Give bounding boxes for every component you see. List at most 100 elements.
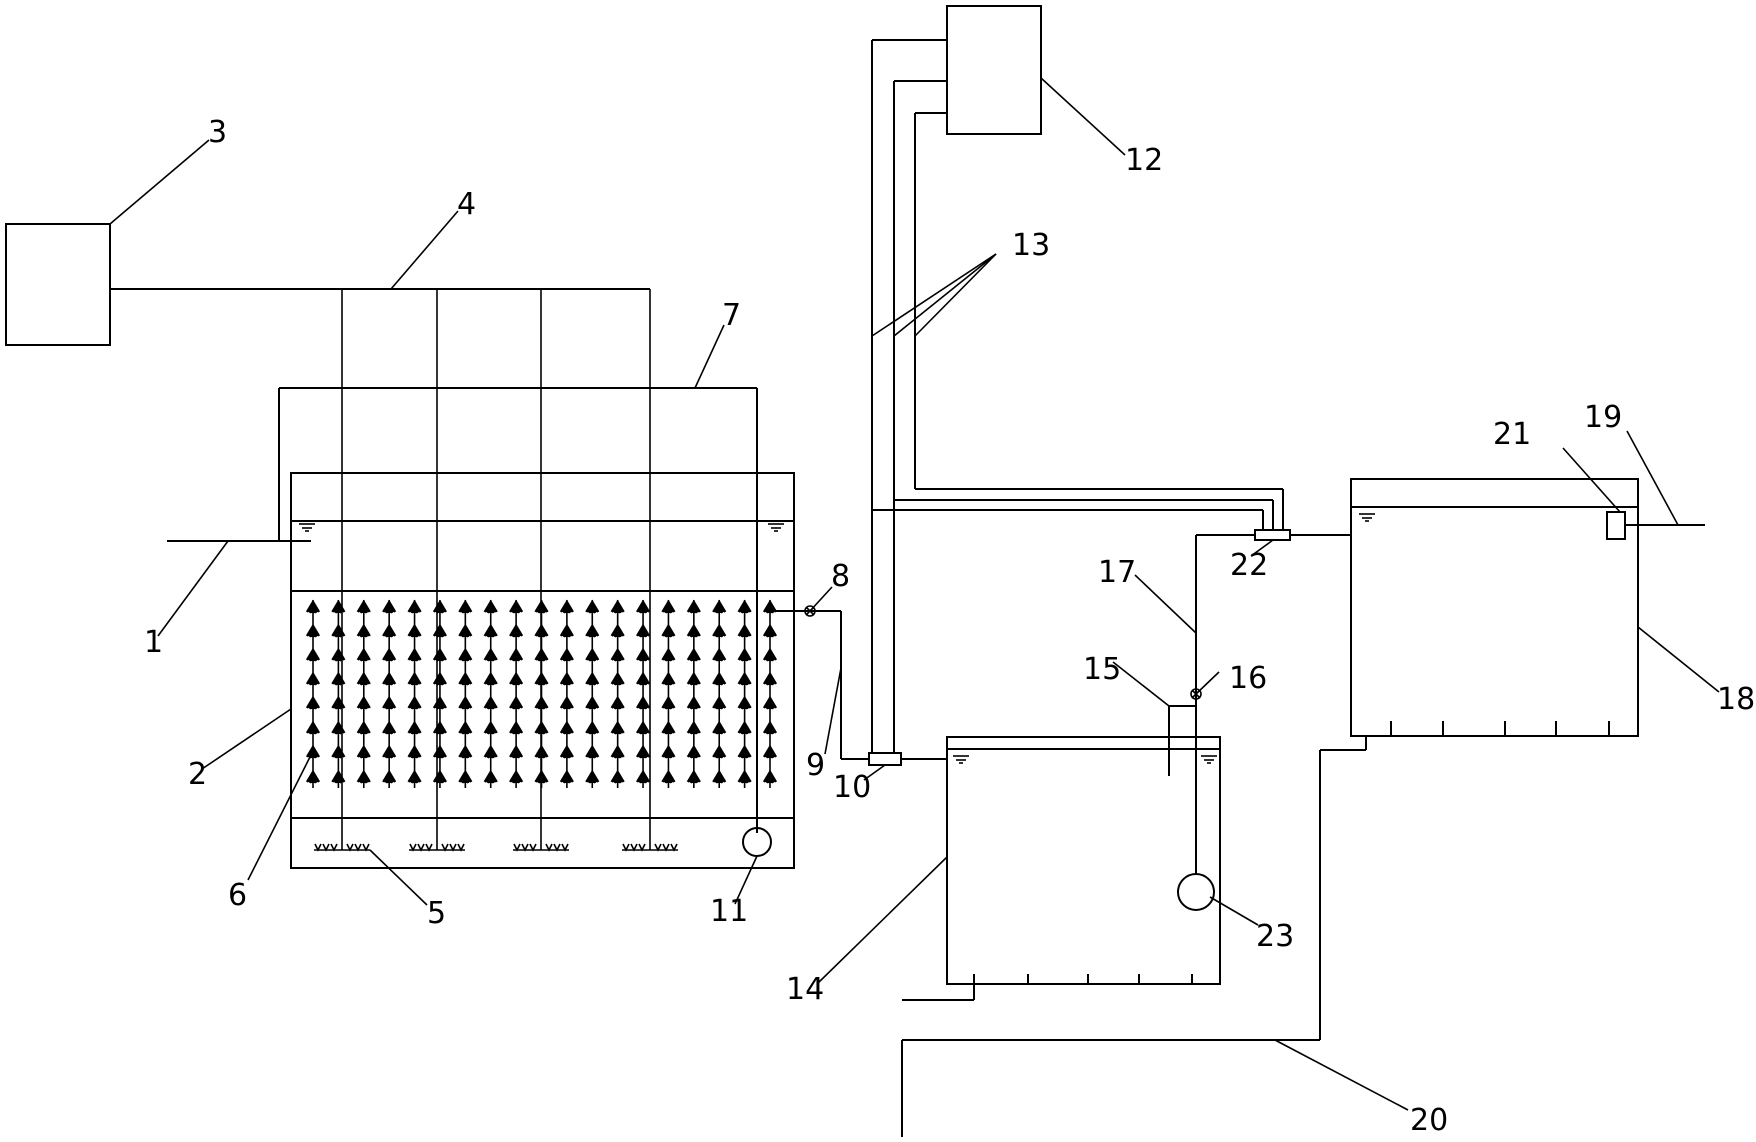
membrane-element [559,769,574,784]
membrane-element [483,647,498,662]
membrane-element [636,671,651,686]
membrane-element [458,599,473,614]
aerator-nozzle [553,843,561,852]
membrane-element [305,769,321,784]
membrane-element [636,695,651,710]
label-20: 20 [1410,1103,1448,1138]
membrane-element [686,599,701,614]
pipe-17 [1195,534,1255,874]
label-22: 22 [1230,548,1268,583]
membrane-element [305,695,321,710]
aerator-nozzle [654,843,662,852]
mixer-10 [868,752,902,766]
membrane-element [382,671,397,686]
membrane-element [585,720,600,735]
membrane-element [737,623,752,638]
membrane-element [458,623,473,638]
membrane-modules-6 [305,599,778,788]
membrane-column [686,599,701,788]
membrane-element [432,671,447,686]
membrane-element [559,695,574,710]
membrane-column [585,599,600,788]
membrane-element [712,720,727,735]
label-15: 15 [1083,652,1121,687]
membrane-element [331,744,346,759]
aerator-group [409,843,465,852]
component-12-box [946,5,1042,135]
membrane-element [712,671,727,686]
label-8: 8 [831,559,850,594]
membrane-element [585,671,600,686]
membrane-element [610,671,625,686]
membrane-element [356,769,371,784]
membrane-element [483,599,498,614]
aerators-5 [314,843,678,852]
membrane-element [382,695,397,710]
membrane-element [610,599,625,614]
membrane-element [534,744,549,759]
aerator-nozzle [638,843,646,852]
membrane-element [458,647,473,662]
membrane-element [610,769,625,784]
membrane-element [712,769,727,784]
label-16: 16 [1229,661,1267,696]
aerator-nozzle [425,843,433,852]
membrane-element [559,671,574,686]
membrane-element [737,695,752,710]
membrane-element [762,720,778,735]
label-7: 7 [722,298,741,333]
membrane-column [509,599,524,788]
membrane-element [331,671,346,686]
membrane-column [458,599,473,788]
label-14: 14 [786,972,824,1007]
membrane-element [534,647,549,662]
aerator-nozzle [409,843,417,852]
membrane-element [737,647,752,662]
aerator-nozzle [622,843,630,852]
aerator-nozzle [362,843,370,852]
label-6: 6 [228,878,247,913]
aerator-nozzle [561,843,569,852]
membrane-element [737,744,752,759]
label-17: 17 [1098,555,1136,590]
membrane-element [432,744,447,759]
membrane-column [559,599,574,788]
membrane-element [534,695,549,710]
membrane-element [762,671,778,686]
membrane-element [610,647,625,662]
leader-lines [109,77,1720,1111]
membrane-element [636,599,651,614]
water-level-marks-tank-2 [299,523,784,532]
membrane-element [686,623,701,638]
aerator-group [622,843,678,852]
membrane-element [305,599,321,614]
aerator-nozzle [449,843,457,852]
membrane-column [432,599,447,788]
membrane-element [610,623,625,638]
membrane-element [458,720,473,735]
membrane-element [432,647,447,662]
membrane-element [534,599,549,614]
membrane-element [712,599,727,614]
membrane-element [585,695,600,710]
membrane-element [305,647,321,662]
membrane-element [331,720,346,735]
membrane-column [762,599,778,788]
membrane-element [559,647,574,662]
membrane-element [331,695,346,710]
membrane-element [534,671,549,686]
membrane-element [661,671,676,686]
membrane-element [509,695,524,710]
membrane-column [382,599,397,788]
membrane-element [636,769,651,784]
membrane-element [661,769,676,784]
membrane-element [432,623,447,638]
membrane-column [331,599,346,788]
membrane-element [458,744,473,759]
pump-23 [1177,873,1215,911]
label-2: 2 [188,757,207,792]
membrane-column [356,599,371,788]
membrane-column [636,599,651,788]
membrane-element [585,647,600,662]
aerator-nozzle [441,843,449,852]
